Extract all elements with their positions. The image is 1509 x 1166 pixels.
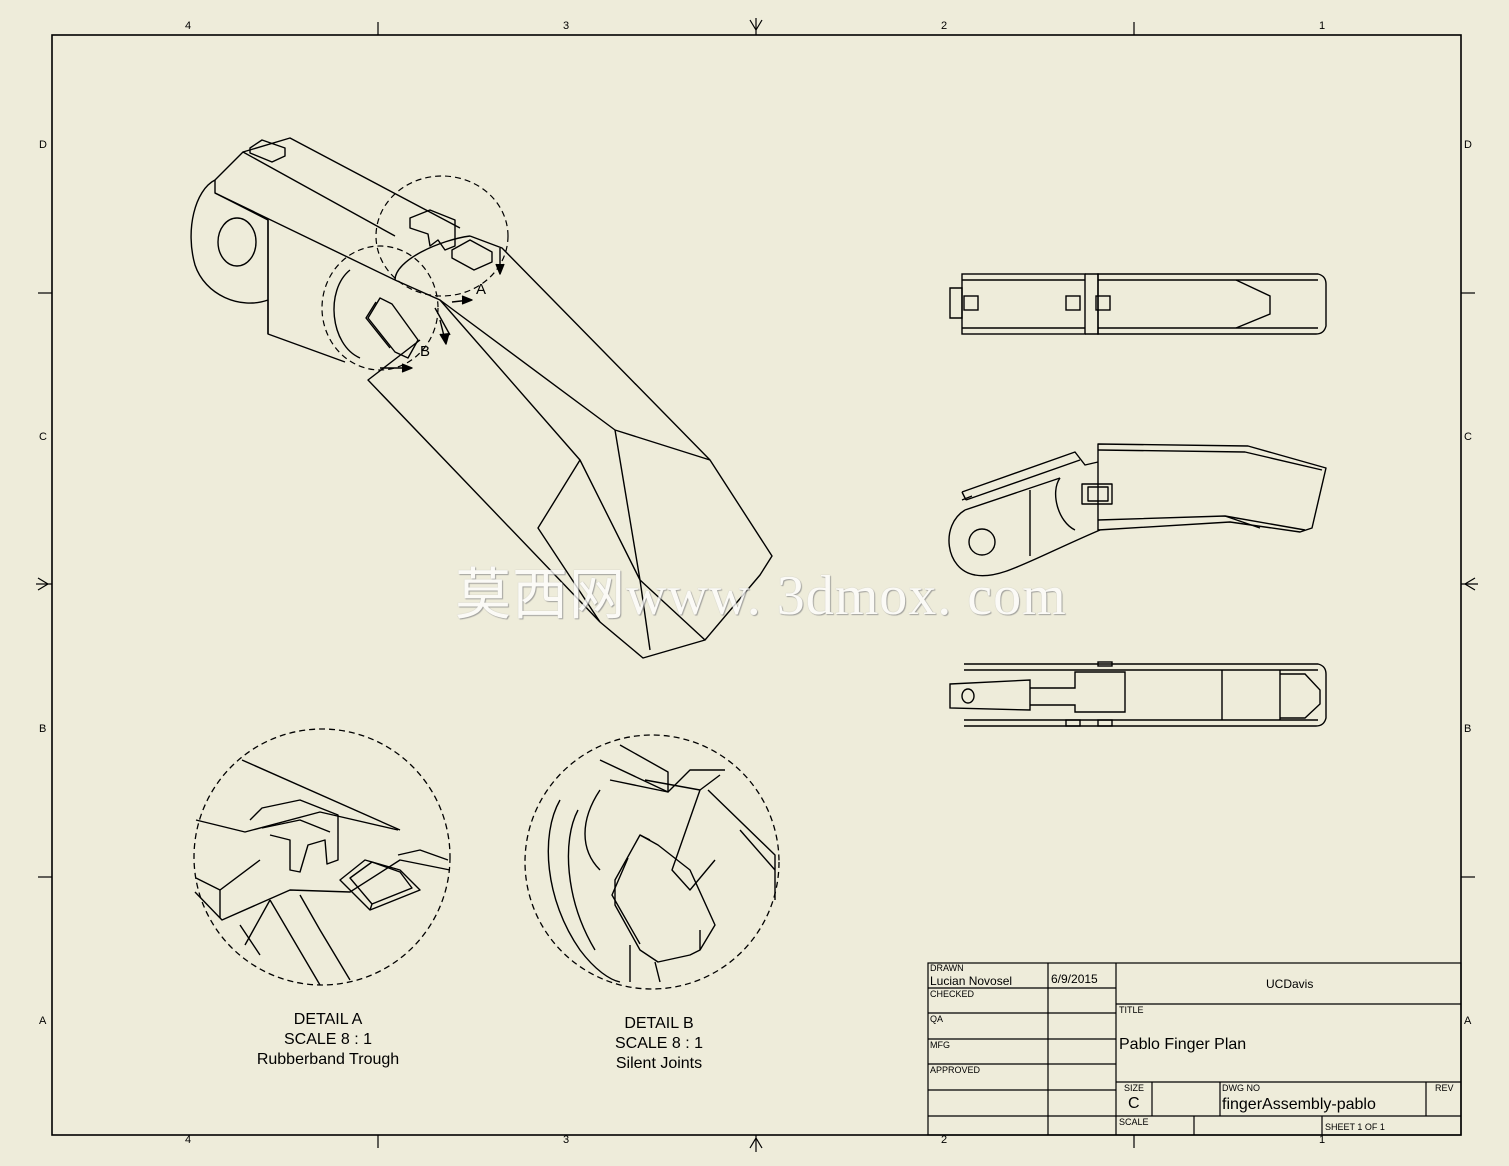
tb-dwg-no: fingerAssembly-pablo <box>1222 1096 1376 1113</box>
zone-left-a: A <box>39 1015 47 1027</box>
detail-a-scale: SCALE 8 : 1 <box>283 1031 373 1048</box>
zone-bottom-2: 2 <box>941 1134 948 1146</box>
detail-a-label: DETAIL A SCALE 8 : 1 Rubberband Trough <box>228 1010 428 1070</box>
detail-a-title: DETAIL A <box>293 1011 363 1028</box>
zone-top-2: 2 <box>941 20 948 32</box>
side-view <box>948 443 1327 577</box>
bottom-view <box>949 661 1327 727</box>
callout-b: B <box>420 343 431 360</box>
watermark-text: 莫西网www. 3dmox. com <box>455 565 1067 627</box>
tb-drawn-label: DRAWN <box>930 963 964 973</box>
detail-b-label: DETAIL B SCALE 8 : 1 Silent Joints <box>559 1014 759 1074</box>
detail-a-view <box>193 728 451 986</box>
tb-approved-label: APPROVED <box>930 1065 981 1075</box>
tb-size: C <box>1128 1095 1140 1112</box>
zone-bottom-4: 4 <box>185 1134 192 1146</box>
title-block-grid <box>927 962 1462 1136</box>
zone-left-c: C <box>39 431 47 443</box>
zone-bottom-1: 1 <box>1319 1134 1326 1146</box>
tb-drawn-name: Lucian Novosel <box>930 974 1013 988</box>
tb-mfg-label: MFG <box>930 1040 950 1050</box>
tb-qa-label: QA <box>930 1014 944 1024</box>
detail-b-caption: Silent Joints <box>615 1055 703 1072</box>
tb-rev-label: REV <box>1435 1083 1454 1093</box>
zone-ticks <box>38 22 1475 1148</box>
zone-left-b: B <box>39 723 47 735</box>
tb-company: UCDavis <box>1266 977 1314 991</box>
tb-size-label: SIZE <box>1124 1083 1145 1093</box>
detail-b-view <box>524 734 780 990</box>
callout-a: A <box>476 281 487 298</box>
detail-b-title: DETAIL B <box>624 1015 694 1032</box>
tb-sheet: SHEET 1 OF 1 <box>1325 1122 1385 1132</box>
top-view <box>949 273 1327 335</box>
tb-checked-label: CHECKED <box>930 989 975 999</box>
zone-bottom-3: 3 <box>563 1134 570 1146</box>
zone-top-3: 3 <box>563 20 570 32</box>
detail-a-caption: Rubberband Trough <box>256 1051 400 1068</box>
centering-marks <box>36 18 1478 1152</box>
zone-right-b: B <box>1464 723 1472 735</box>
isometric-finger-view <box>190 137 773 659</box>
tb-dwg-label: DWG NO <box>1222 1083 1260 1093</box>
tb-drawn-date: 6/9/2015 <box>1051 972 1098 986</box>
tb-scale-label: SCALE <box>1119 1117 1149 1127</box>
tb-title: Pablo Finger Plan <box>1119 1036 1247 1053</box>
detail-b-scale: SCALE 8 : 1 <box>614 1035 704 1052</box>
zone-right-a: A <box>1464 1015 1472 1027</box>
zone-right-c: C <box>1464 431 1472 443</box>
zone-left-d: D <box>39 139 47 151</box>
zone-top-4: 4 <box>185 20 192 32</box>
tb-title-label: TITLE <box>1119 1005 1144 1015</box>
zone-top-1: 1 <box>1319 20 1326 32</box>
zone-right-d: D <box>1464 139 1472 151</box>
